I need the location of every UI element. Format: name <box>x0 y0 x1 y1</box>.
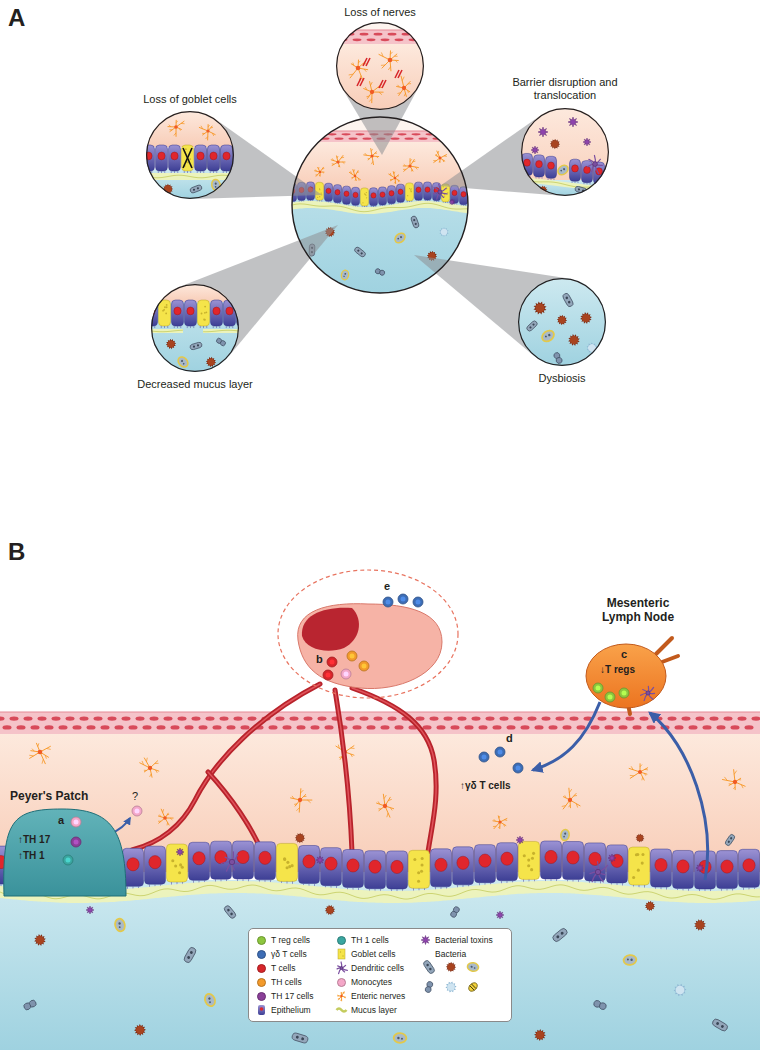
callout-letter: a <box>58 814 64 827</box>
legend-text: γδ T cells <box>271 949 307 959</box>
legend-text: Dendritic cells <box>351 963 404 973</box>
legend-text: Epithelium <box>271 1005 311 1015</box>
legend-text: Monocytes <box>351 977 392 987</box>
icon-slot <box>337 992 346 1001</box>
legend-entry: T cells <box>257 962 295 974</box>
panel-letter: A <box>8 4 25 32</box>
view-heading: Barrier disruption and translocation <box>509 76 621 102</box>
icon-slot <box>257 1006 266 1015</box>
legend-box: T reg cells TH 1 cells Bacterial toxins γδ … <box>248 928 512 1022</box>
migration-arrow <box>533 702 600 770</box>
magnified-view: Decreased mucus layer <box>151 284 239 372</box>
overview-outline <box>292 117 468 293</box>
cell-change: ↑TH 1 <box>18 850 45 862</box>
cell-change: ↑TH 17 <box>18 834 50 846</box>
legend-entry: Enteric nerves <box>337 990 405 1002</box>
legend-text: TH 1 cells <box>351 935 389 945</box>
legend-entry: Bacterial toxins <box>421 934 493 946</box>
legend-text: TH cells <box>271 977 302 987</box>
icon-slot <box>337 950 346 959</box>
legend-entry: Dendritic cells <box>337 962 404 974</box>
callout-letter: c <box>621 648 627 661</box>
callout-letter: b <box>316 653 323 666</box>
color-swatch <box>257 964 266 973</box>
view-heading: Dysbiosis <box>538 372 585 385</box>
lymph-node: Mesenteric Lymph Node c ↓T regs <box>578 596 688 714</box>
magnified-view-shape <box>521 108 609 196</box>
color-swatch <box>257 992 266 1001</box>
legend-entry: TH cells <box>257 976 302 988</box>
magnified-view: Barrier disruption and translocation <box>521 108 609 196</box>
callout-letter: d <box>506 732 513 745</box>
question-mark: ? <box>132 790 138 803</box>
magnified-view: Dysbiosis <box>518 278 606 366</box>
cell-change: ↓T regs <box>600 664 635 676</box>
magnified-view-shape <box>336 22 424 110</box>
color-swatch <box>337 936 346 945</box>
legend-text: Bacterial toxins <box>435 935 493 945</box>
panel-letter: B <box>8 538 25 566</box>
node-heading: Peyer's Patch <box>10 790 88 804</box>
color-swatch <box>257 936 266 945</box>
intestinal-wall <box>0 684 760 1050</box>
magnified-view: Loss of goblet cells <box>146 111 234 199</box>
callout-letter: e <box>384 580 390 593</box>
legend-entry: γδ T cells <box>257 948 307 960</box>
magnified-view: Loss of nerves <box>336 22 424 110</box>
migration-arrow <box>650 713 708 880</box>
icon-slot <box>337 964 346 973</box>
color-swatch <box>257 978 266 987</box>
legend-text: Bacteria <box>435 949 466 959</box>
organ: be <box>276 568 460 700</box>
icon-slot <box>337 1006 346 1015</box>
legend-entry: T reg cells <box>257 934 310 946</box>
legend-text: Mucus layer <box>351 1005 397 1015</box>
legend-entry: Mucus layer <box>337 1004 397 1016</box>
magnified-view-shape <box>518 278 606 366</box>
legend-entry: Bacteria <box>421 948 466 960</box>
legend-entry: TH 1 cells <box>337 934 389 946</box>
node-heading: Mesenteric Lymph Node <box>590 596 686 624</box>
legend-text: Enteric nerves <box>351 991 405 1001</box>
magnified-view-shape <box>146 111 234 199</box>
view-heading: Loss of nerves <box>344 6 416 19</box>
legend-entry: TH 17 cells <box>257 990 314 1002</box>
legend-text: T reg cells <box>271 935 310 945</box>
icon-slot <box>421 936 430 945</box>
view-heading: Decreased mucus layer <box>137 378 253 391</box>
peyers-patch: Peyer's Patch a ↑TH 17 ↑TH 1 <box>4 790 128 898</box>
legend-text: Goblet cells <box>351 949 395 959</box>
icon-slot <box>421 950 430 959</box>
legend-entry: Epithelium <box>257 1004 311 1016</box>
legend-entry: Goblet cells <box>337 948 395 960</box>
view-heading: Loss of goblet cells <box>143 93 237 106</box>
cell-change: ↑γδ T cells <box>460 780 511 792</box>
organ-shape <box>276 568 460 700</box>
legend-entry: Monocytes <box>337 976 392 988</box>
color-swatch <box>257 950 266 959</box>
color-swatch <box>337 978 346 987</box>
legend-text: TH 17 cells <box>271 991 314 1001</box>
magnified-view-shape <box>151 284 239 372</box>
legend-text: T cells <box>271 963 295 973</box>
magnifier-wedges <box>179 87 569 356</box>
